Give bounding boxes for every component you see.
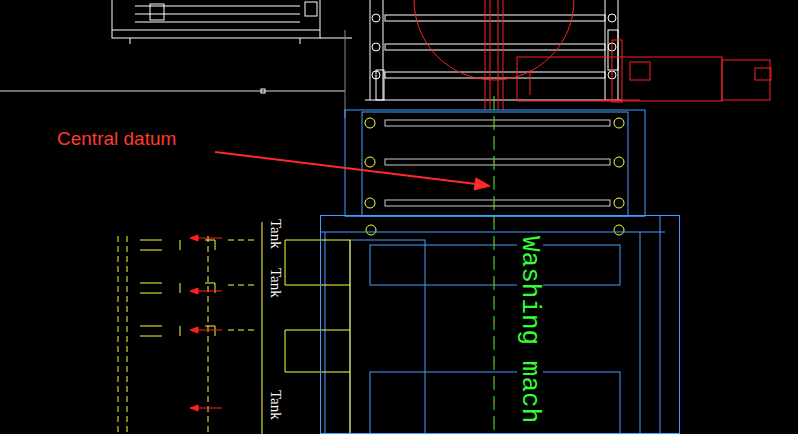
datum-marks [494, 100, 495, 434]
tank-label: Tank [268, 390, 283, 420]
tank-label: Tank [268, 268, 283, 298]
tank-label: Tank [268, 219, 283, 249]
callout-arrow [215, 152, 490, 190]
middle-unit [345, 110, 645, 216]
machine-label: Washing mach [517, 236, 543, 423]
flow-arrows [190, 235, 222, 411]
drive-unit [414, 0, 771, 110]
conveyor-frame [365, 0, 622, 100]
tank-piping [118, 222, 350, 434]
upper-machine [0, 0, 352, 118]
callout-text: Central datum [57, 129, 176, 148]
machine-box: Washing mach [320, 215, 680, 434]
datum-line [494, 96, 495, 434]
washer-body [320, 215, 665, 434]
